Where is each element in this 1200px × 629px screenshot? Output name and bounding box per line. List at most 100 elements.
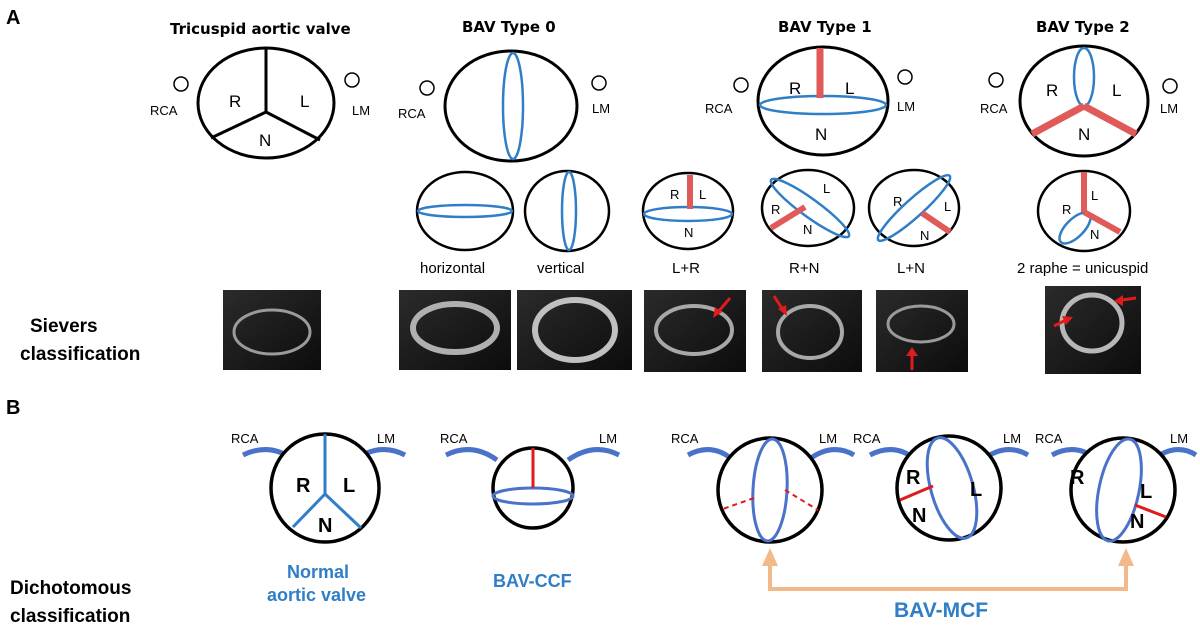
lm-label: LM	[1003, 431, 1021, 446]
sievers-label-line1: Sievers	[30, 316, 98, 337]
cusp-r: R	[789, 79, 801, 98]
lm-label: LM	[352, 103, 370, 118]
cusp-l: L	[300, 92, 309, 111]
tricuspid-valve-diagram: RCA LM R L N	[150, 46, 370, 160]
cusp-n: N	[1130, 511, 1144, 533]
cusp-n: N	[920, 228, 929, 243]
variant-label: vertical	[537, 260, 585, 277]
echo-images	[223, 286, 1141, 374]
lm-label: LM	[599, 431, 617, 446]
dichotomous-label-line1: Dichotomous	[10, 578, 131, 599]
echo-image-vertical	[517, 290, 632, 370]
echo-image-horizontal	[399, 290, 511, 370]
arrow-up-icon	[762, 548, 778, 566]
arrow-icon	[716, 297, 732, 313]
arrow-icon	[1121, 296, 1137, 302]
bav-type0-diagram: RCA LM	[398, 49, 610, 163]
rca-label: RCA	[671, 431, 699, 446]
bav-type1-diagram: RCA LM R L N	[705, 45, 915, 157]
cusp-n: N	[318, 515, 332, 537]
variant-ln: R L N L+N	[867, 168, 961, 277]
rca-label: RCA	[1035, 431, 1063, 446]
echo-image-tricuspid	[223, 290, 321, 370]
cusp-l: L	[1112, 81, 1121, 100]
bav-mcf-diagram-3: RCA LM R L N	[1035, 431, 1198, 544]
cusp-l: L	[970, 479, 982, 501]
title-bav-type-0: BAV Type 0	[462, 18, 556, 36]
title-bav-type-1: BAV Type 1	[778, 18, 872, 36]
title-tricuspid: Tricuspid aortic valve	[170, 20, 351, 38]
variant-lr: R L N L+R	[641, 171, 735, 277]
lm-label: LM	[897, 99, 915, 114]
rca-label: RCA	[231, 431, 259, 446]
sievers-label-line2: classification	[20, 344, 140, 365]
cusp-r: R	[906, 467, 921, 489]
lm-label: LM	[592, 101, 610, 116]
rca-ostium	[173, 76, 189, 92]
variant-label: 2 raphe = unicuspid	[1017, 260, 1148, 277]
variant-label: L+N	[897, 260, 925, 277]
echo-image-unicuspid	[1045, 286, 1141, 374]
lm-ostium	[344, 72, 360, 88]
mcf-bracket	[762, 548, 1134, 591]
cusp-n: N	[1090, 227, 1099, 242]
cusp-n: N	[259, 131, 271, 150]
cusp-n: N	[684, 225, 693, 240]
dichotomous-label-line2: classification	[10, 606, 130, 627]
lm-label: LM	[819, 431, 837, 446]
rca-label: RCA	[440, 431, 468, 446]
cusp-l: L	[1140, 481, 1152, 503]
rca-label: RCA	[705, 101, 733, 116]
variant-horizontal: horizontal	[415, 170, 515, 277]
cusp-r: R	[670, 187, 679, 202]
cusp-n: N	[815, 125, 827, 144]
panel-b-letter: B	[6, 397, 20, 419]
echo-image-rn	[762, 290, 862, 372]
variant-label: R+N	[789, 260, 819, 277]
arrow-up-icon	[1118, 548, 1134, 566]
bav-ccf-label: BAV-CCF	[493, 571, 572, 591]
bracket-line	[768, 565, 1128, 591]
lm-label: LM	[1170, 431, 1188, 446]
arrow-icon	[1053, 318, 1067, 328]
cusp-r: R	[296, 475, 311, 497]
cusp-l: L	[845, 79, 854, 98]
bav-ccf-diagram: RCA LM BAV-CCF	[440, 431, 621, 591]
normal-valve-diagram: RCA LM R L N Normal aortic valve	[231, 431, 407, 605]
cusp-l: L	[343, 475, 355, 497]
lm-label: LM	[1160, 101, 1178, 116]
cusp-r: R	[771, 202, 780, 217]
panel-a-letter: A	[6, 7, 20, 29]
echo-image-lr	[644, 290, 746, 372]
cusp-r: R	[1070, 467, 1085, 489]
cusp-r: R	[1046, 81, 1058, 100]
normal-label-line1: Normal	[287, 562, 349, 582]
lm-label: LM	[377, 431, 395, 446]
rca-label: RCA	[150, 103, 178, 118]
cusp-l: L	[699, 187, 706, 202]
variant-unicuspid: R L N 2 raphe = unicuspid	[1017, 169, 1148, 277]
cusp-r: R	[893, 194, 902, 209]
cusp-l: L	[1091, 188, 1098, 203]
bav-mcf-label: BAV-MCF	[894, 599, 988, 622]
echo-image-ln	[876, 290, 968, 372]
bav-mcf-diagram-1: RCA LM	[671, 431, 856, 544]
variant-label: L+R	[672, 260, 700, 277]
cusp-n: N	[803, 222, 812, 237]
bav-type2-diagram: RCA LM R L N	[980, 44, 1178, 158]
variant-label: horizontal	[420, 260, 485, 277]
cusp-r: R	[1062, 202, 1071, 217]
cusp-l: L	[823, 181, 830, 196]
variant-vertical: vertical	[523, 169, 611, 277]
cusp-r: R	[229, 92, 241, 111]
variant-rn: R L N R+N	[760, 168, 856, 277]
rca-label: RCA	[980, 101, 1008, 116]
rca-label: RCA	[398, 106, 426, 121]
cusp-n: N	[1078, 125, 1090, 144]
rca-label: RCA	[853, 431, 881, 446]
bav-mcf-diagram-2: RCA LM R L N	[853, 431, 1030, 542]
cusp-l: L	[944, 199, 951, 214]
cusp-n: N	[912, 505, 926, 527]
